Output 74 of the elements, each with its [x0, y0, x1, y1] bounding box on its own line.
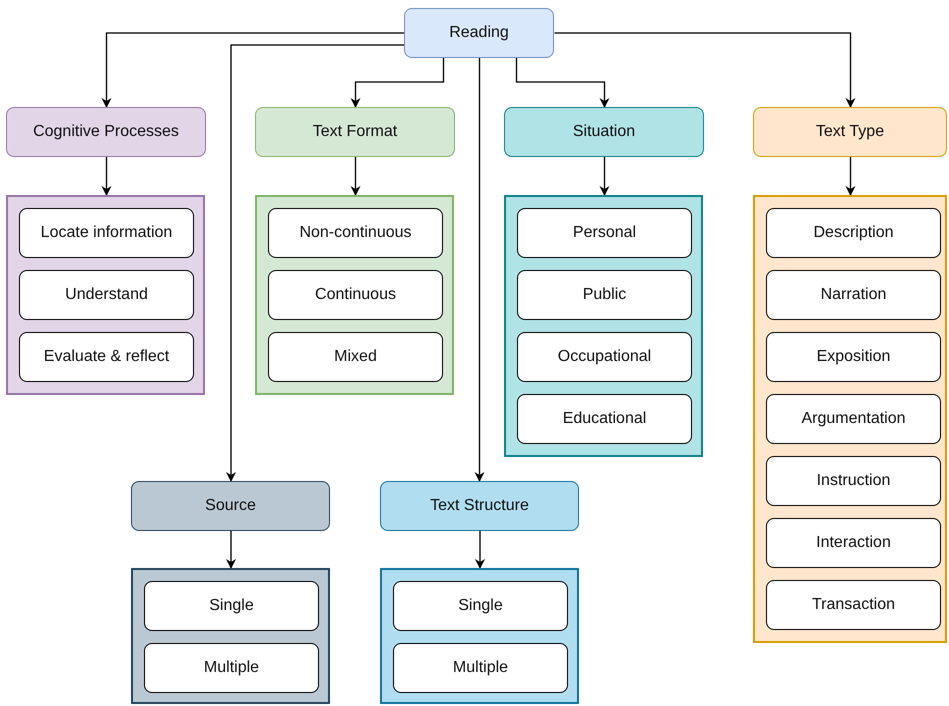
item-box: [19, 332, 194, 382]
arrow: [226, 531, 236, 569]
node-label: Description: [813, 224, 894, 242]
arrow: [554, 32, 856, 108]
category-box: [380, 481, 579, 531]
item-box: [144, 643, 319, 693]
node-label: Public: [582, 286, 626, 304]
node-label: Text Structure: [430, 497, 529, 515]
node-label: Multiple: [204, 659, 260, 677]
node-label: Reading: [449, 24, 509, 42]
item-box: [766, 270, 941, 320]
group-panel: [131, 568, 330, 704]
arrow: [102, 157, 112, 196]
node-label: Single: [209, 597, 254, 615]
node-label: Occupational: [558, 348, 652, 366]
group-panel: [753, 195, 947, 643]
node-label: Cognitive Processes: [33, 123, 179, 141]
item-box: [766, 518, 941, 568]
node-label: Transaction: [812, 596, 895, 614]
item-box: [517, 332, 692, 382]
item-box: [766, 208, 941, 258]
node-label: Interaction: [816, 534, 891, 552]
arrow: [846, 157, 856, 196]
item-box: [19, 270, 194, 320]
category-box: [255, 107, 455, 157]
item-box: [517, 394, 692, 444]
node-label: Argumentation: [801, 410, 906, 428]
node-label: Continuous: [315, 286, 396, 304]
node-label: Personal: [572, 224, 636, 242]
arrow: [350, 157, 360, 196]
arrow: [102, 32, 404, 108]
arrow: [226, 44, 404, 482]
node-label: Single: [458, 597, 503, 615]
group-panel: [504, 195, 703, 457]
node-label: Multiple: [452, 659, 508, 677]
node-label: Source: [205, 497, 256, 515]
node-label: Text Type: [816, 123, 884, 141]
group-panel: [6, 195, 205, 395]
group-panel: [380, 568, 579, 704]
item-box: [766, 394, 941, 444]
node-label: Instruction: [816, 472, 890, 490]
node-label: Educational: [562, 410, 646, 428]
node-label: Mixed: [334, 348, 377, 366]
item-box: [144, 581, 319, 631]
item-box: [517, 270, 692, 320]
node-label: Locate information: [40, 224, 172, 242]
item-box: [19, 208, 194, 258]
arrow: [516, 58, 610, 108]
item-box: [268, 270, 443, 320]
node-label: Evaluate & reflect: [44, 348, 170, 366]
node-label: Understand: [65, 286, 148, 304]
arrow: [600, 157, 610, 196]
item-box: [268, 332, 443, 382]
arrow: [350, 58, 444, 108]
node-label: Text Format: [312, 123, 398, 141]
item-box: [517, 208, 692, 258]
item-box: [393, 581, 568, 631]
category-box: [6, 107, 206, 157]
node-label: Situation: [572, 123, 636, 141]
category-box: [753, 107, 947, 157]
category-box: [504, 107, 704, 157]
group-panel: [255, 195, 454, 395]
arrow: [475, 531, 485, 569]
arrow: [474, 58, 484, 482]
item-box: [268, 208, 443, 258]
item-box: [766, 456, 941, 506]
root-box: [404, 8, 554, 58]
node-label: Exposition: [816, 348, 890, 366]
item-box: [393, 643, 568, 693]
node-label: Non-continuous: [299, 224, 412, 242]
item-box: [766, 580, 941, 630]
item-box: [766, 332, 941, 382]
node-label: Narration: [820, 286, 886, 304]
category-box: [131, 481, 330, 531]
